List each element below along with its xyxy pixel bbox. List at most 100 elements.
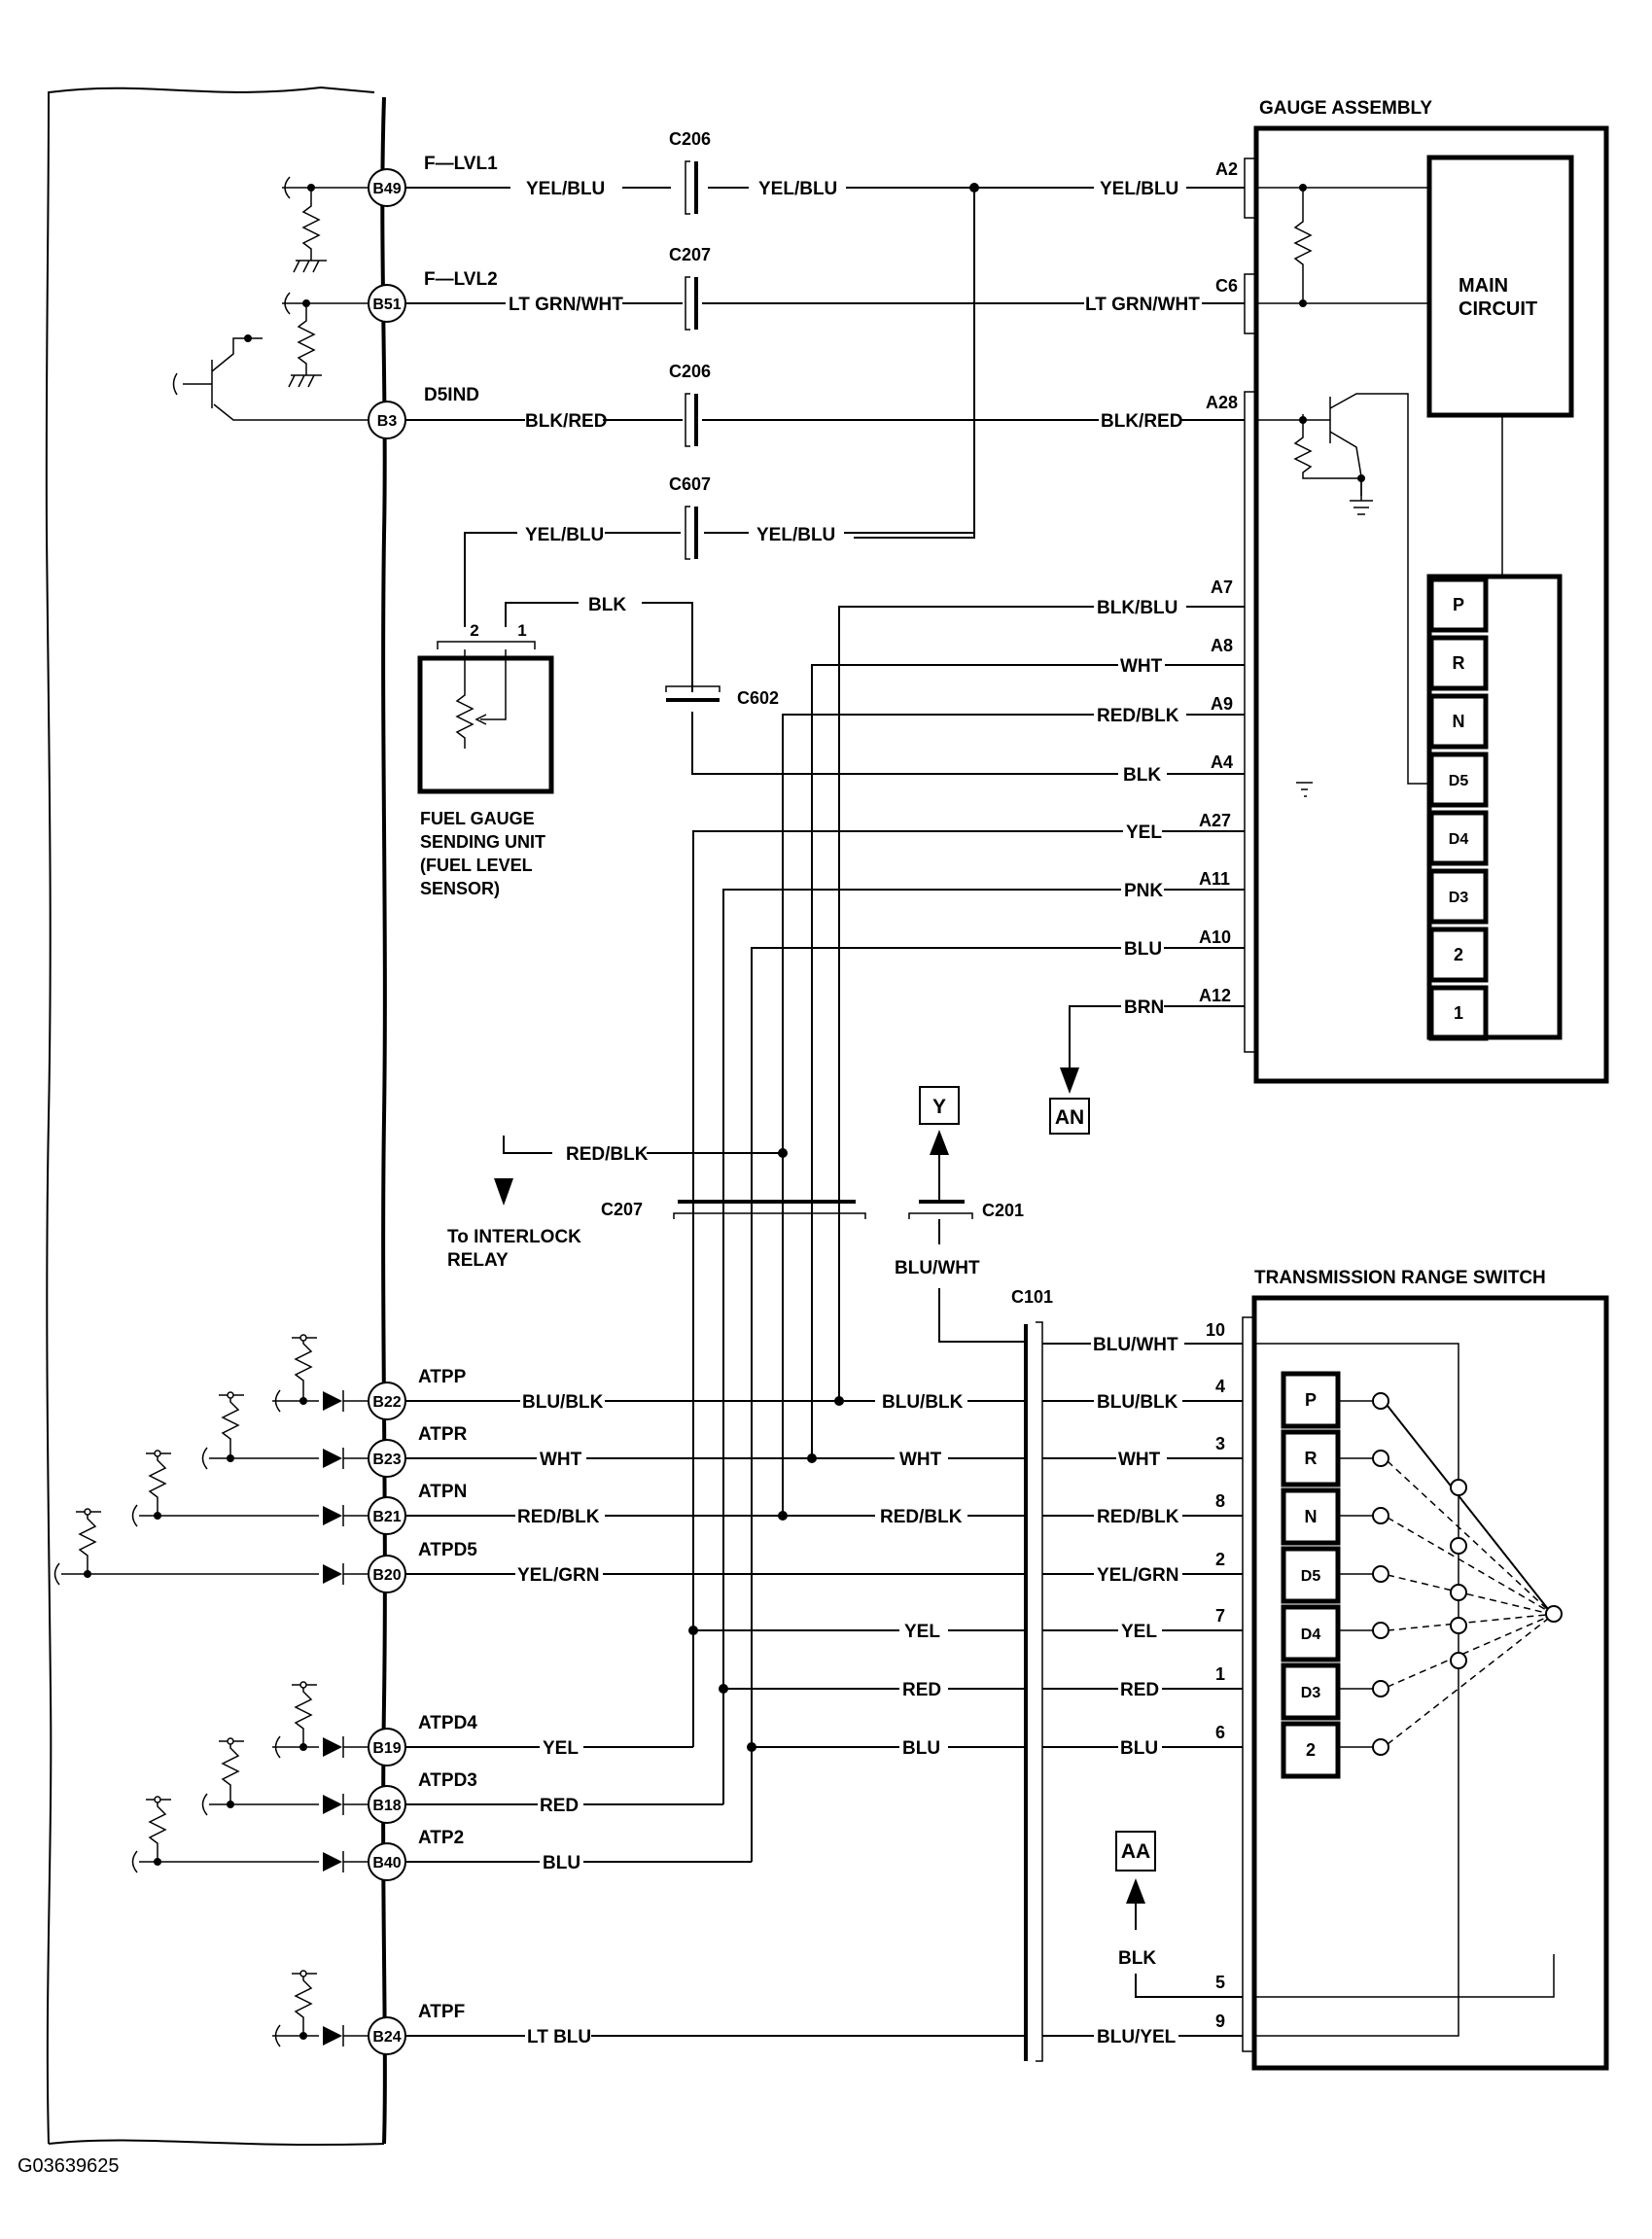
- signal-label: ATPD3: [418, 1770, 477, 1791]
- signal-label: F—LVL1: [424, 154, 498, 174]
- wire-label: BLU: [902, 1738, 940, 1759]
- flag-aa: AA: [1115, 1831, 1156, 1872]
- wire-label: WHT: [1118, 1450, 1161, 1470]
- terminal-A8: A8: [1211, 636, 1233, 655]
- connector-c207: C207: [669, 245, 711, 264]
- ecm-pin-B23: B23 ATPR: [368, 1424, 468, 1478]
- trs-terminal: 7: [1215, 1606, 1225, 1626]
- ecm-pin-B19: B19 ATPD4: [368, 1713, 477, 1767]
- wire-label: WHT: [540, 1450, 582, 1470]
- trs-terminal: 3: [1215, 1434, 1225, 1453]
- ecm-block: [45, 86, 387, 2147]
- trs-terminal: 4: [1215, 1377, 1225, 1396]
- terminal-A10: A10: [1199, 927, 1231, 947]
- terminal-A9: A9: [1211, 694, 1233, 714]
- indicator-label: D5: [1449, 773, 1469, 789]
- wire-label: YEL/GRN: [517, 1565, 599, 1586]
- wire-label: RED/BLK: [1097, 706, 1179, 726]
- wire-label: YEL/BLU: [1100, 179, 1178, 199]
- trs-title: TRANSMISSION RANGE SWITCH: [1254, 1268, 1546, 1288]
- indicator-p: P: [1428, 577, 1489, 633]
- indicator-r: R: [1428, 635, 1489, 691]
- sender-pin2: 2: [470, 621, 478, 640]
- connector-c207-b: C207: [601, 1200, 643, 1219]
- trs-terminal: 5: [1215, 1973, 1225, 1992]
- sender-pin1: 1: [517, 621, 526, 640]
- indicator-label: D4: [1449, 831, 1469, 848]
- trs-position-p: P: [1281, 1371, 1341, 1429]
- sender-label-4: SENSOR): [420, 879, 500, 898]
- indicator-label: 2: [1454, 945, 1463, 964]
- indicator-d3: D3: [1428, 868, 1489, 925]
- wire-label: BLK: [1118, 1948, 1156, 1969]
- wire-label: RED/BLK: [517, 1507, 600, 1527]
- position-label: P: [1305, 1390, 1317, 1410]
- fuel-gauge-sending-unit: 2 1 FUEL GAUGE SENDING UNIT (FUEL LEVEL …: [417, 621, 554, 898]
- wire-label: BLU/WHT: [895, 1258, 980, 1278]
- wire-label: YEL/BLU: [526, 179, 605, 199]
- figure-id: G03639625: [18, 2155, 120, 2177]
- indicator-label: D3: [1449, 890, 1469, 906]
- flag-y: Y: [919, 1086, 960, 1125]
- wire-label: LT GRN/WHT: [509, 295, 623, 315]
- ecm-internal-circuits: [53, 176, 368, 2047]
- wire-label: BLU/BLK: [882, 1392, 964, 1413]
- ecm-pin-B49: B49 F—LVL1: [368, 154, 498, 207]
- terminal-A27: A27: [1199, 811, 1231, 830]
- trs-terminal: 8: [1215, 1491, 1225, 1511]
- position-label: N: [1305, 1507, 1318, 1526]
- wire-label: RED: [1120, 1680, 1159, 1700]
- signal-label: ATPD4: [418, 1713, 477, 1733]
- trs-position-d3: D3: [1281, 1662, 1341, 1721]
- pin-label: B49: [372, 181, 401, 197]
- interlock-label-1: To INTERLOCK: [447, 1227, 581, 1247]
- pin-label: B24: [372, 2029, 401, 2046]
- wire-label: WHT: [1120, 656, 1163, 677]
- indicator-1: 1: [1428, 985, 1489, 1041]
- connector-c201: C201: [982, 1201, 1024, 1220]
- wire-label: BLK: [1123, 765, 1161, 786]
- wire-label: YEL: [904, 1622, 940, 1642]
- ecm-pin-B24: B24 ATPF: [368, 2002, 465, 2055]
- terminal-A7: A7: [1211, 577, 1233, 597]
- pin-label: B19: [372, 1740, 401, 1757]
- trs-terminal: 1: [1215, 1664, 1225, 1684]
- terminal-A11: A11: [1199, 869, 1230, 889]
- terminal-A4: A4: [1211, 752, 1233, 772]
- transmission-range-switch: TRANSMISSION RANGE SWITCH 10 4 3 8 2 7 1…: [1206, 1268, 1609, 2071]
- trs-position-d4: D4: [1281, 1604, 1341, 1662]
- ecm-pin-B18: B18 ATPD3: [368, 1770, 477, 1824]
- terminal-C6: C6: [1215, 276, 1238, 296]
- wire-label: RED: [902, 1680, 941, 1700]
- wire-label: RED/BLK: [880, 1507, 963, 1527]
- wire-label: BLU/BLK: [522, 1392, 604, 1413]
- wire-label: YEL/BLU: [756, 525, 835, 545]
- indicator-label: 1: [1454, 1003, 1463, 1023]
- main-circuit-label-2: CIRCUIT: [1459, 298, 1537, 320]
- wire-label: BLU/BLK: [1097, 1392, 1178, 1413]
- trs-position-2: 2: [1281, 1721, 1341, 1779]
- flag-label: Y: [932, 1096, 946, 1118]
- signal-label: ATP2: [418, 1828, 464, 1848]
- wire-label: BLU: [1124, 939, 1162, 960]
- connector-c602: C602: [737, 688, 779, 708]
- wire-label: PNK: [1124, 881, 1163, 901]
- wire-label: YEL/BLU: [525, 525, 604, 545]
- flag-an: AN: [1049, 1098, 1090, 1135]
- indicator-label: R: [1453, 653, 1465, 673]
- wire-label: BLK/RED: [525, 411, 607, 432]
- ecm-pin-B22: B22 ATPP: [368, 1367, 467, 1420]
- trs-position-n: N: [1281, 1487, 1341, 1546]
- terminal-A12: A12: [1199, 986, 1231, 1005]
- trs-terminal: 2: [1215, 1550, 1225, 1569]
- indicator-d5: D5: [1428, 752, 1489, 808]
- indicator-2: 2: [1428, 927, 1489, 983]
- wire-label: BLK/BLU: [1097, 598, 1177, 618]
- sender-label-3: (FUEL LEVEL: [420, 856, 533, 875]
- interlock-label-2: RELAY: [447, 1250, 509, 1271]
- ecm-pin-B20: B20 ATPD5: [368, 1540, 477, 1593]
- wire-label: BLU: [1120, 1738, 1158, 1759]
- ecm-pin-B51: B51 F—LVL2: [368, 269, 498, 323]
- wire-label: BLU/WHT: [1093, 1335, 1178, 1355]
